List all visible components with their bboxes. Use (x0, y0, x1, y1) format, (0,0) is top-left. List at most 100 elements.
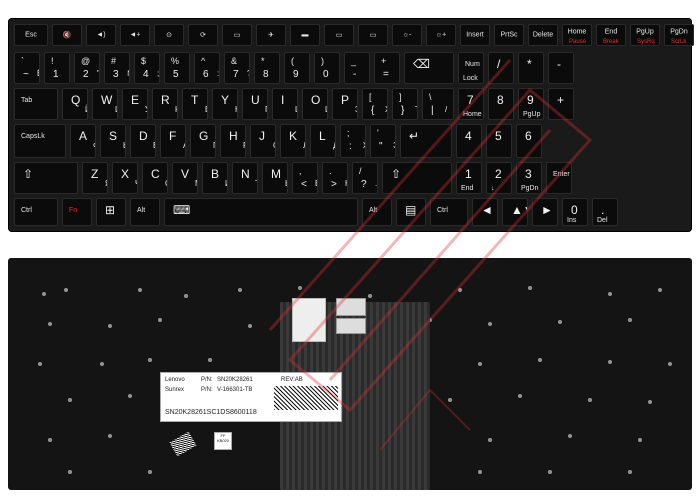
key-b[interactable]: BИ (202, 162, 228, 194)
key-f12[interactable]: ☼+ (426, 24, 456, 46)
key-semicolon[interactable]: :;Ж (340, 124, 366, 158)
key-7[interactable]: 7&? (224, 52, 250, 84)
key-f3[interactable]: ◄+ (120, 24, 150, 46)
key-f[interactable]: FА (160, 124, 186, 158)
key-s[interactable]: SЫ (100, 124, 126, 158)
key-8[interactable]: 8* (254, 52, 280, 84)
key-numdot[interactable]: .Del (592, 198, 618, 226)
key-y[interactable]: YН (212, 88, 238, 120)
key-o[interactable]: OЩ (302, 88, 328, 120)
key-prtsc[interactable]: PrtSc (494, 24, 524, 46)
key-f2[interactable]: ◄) (86, 24, 116, 46)
key-j[interactable]: JО (250, 124, 276, 158)
key-tilde[interactable]: ~`Ё (14, 52, 40, 84)
key-f10[interactable]: ▭ (358, 24, 388, 46)
key-0[interactable]: 0) (314, 52, 340, 84)
key-z[interactable]: ZЯ (82, 162, 108, 194)
key-5[interactable]: 5% (164, 52, 190, 84)
key-menu[interactable]: ▤ (396, 198, 426, 226)
key-lbr[interactable]: {[Х (362, 88, 388, 120)
key-slash[interactable]: / (488, 52, 514, 84)
key-f5[interactable]: ⟳ (188, 24, 218, 46)
key-numminus[interactable]: - (548, 52, 574, 84)
key-win[interactable]: ⊞ (96, 198, 126, 226)
key-question[interactable]: ?/. (352, 162, 378, 194)
key-insert[interactable]: Insert (460, 24, 490, 46)
key-k[interactable]: KЛ (280, 124, 306, 158)
key-period[interactable]: >.Ю (322, 162, 348, 194)
key-ralt[interactable]: Alt (362, 198, 392, 226)
key-esc[interactable]: Esc (14, 24, 48, 46)
key-n[interactable]: NТ (232, 162, 258, 194)
key-u[interactable]: UГ (242, 88, 268, 120)
key-rctrl[interactable]: Ctrl (430, 198, 468, 226)
key-1[interactable]: 1! (44, 52, 70, 84)
key-updown[interactable]: ▲▼ (502, 198, 528, 226)
key-l[interactable]: LД (310, 124, 336, 158)
key-num4[interactable]: 4 (456, 124, 482, 158)
key-backslash[interactable]: |\/ (422, 88, 454, 120)
key-rshift[interactable]: ⇧ (382, 162, 452, 194)
key-e[interactable]: EУ (122, 88, 148, 120)
key-f4[interactable]: ⊙ (154, 24, 184, 46)
key-m[interactable]: MЬ (262, 162, 288, 194)
key-star[interactable]: * (518, 52, 544, 84)
key-fn[interactable]: Fn (62, 198, 92, 226)
key-tab[interactable]: Tab (14, 88, 58, 120)
key-f9[interactable]: ▭ (324, 24, 354, 46)
key-right[interactable]: ► (532, 198, 558, 226)
key-4[interactable]: 4$; (134, 52, 160, 84)
key-c[interactable]: CС (142, 162, 168, 194)
key-6[interactable]: 6^: (194, 52, 220, 84)
key-f7[interactable]: ✈ (256, 24, 286, 46)
key-num8[interactable]: 8 (488, 88, 514, 120)
key-capslock[interactable]: CapsLk (14, 124, 66, 158)
key-2[interactable]: 2@" (74, 52, 100, 84)
key-f8[interactable]: ▬ (290, 24, 320, 46)
key-i[interactable]: IШ (272, 88, 298, 120)
key-h[interactable]: HР (220, 124, 246, 158)
key-num2[interactable]: 2↓ (486, 162, 512, 194)
key-numplus[interactable]: + (548, 88, 574, 120)
key-space[interactable]: ⌨ (164, 198, 358, 226)
key-comma[interactable]: <,Б (292, 162, 318, 194)
key-lalt[interactable]: Alt (130, 198, 160, 226)
key-g[interactable]: GП (190, 124, 216, 158)
key-num6[interactable]: 6 (516, 124, 542, 158)
key-rbr[interactable]: }]Ъ (392, 88, 418, 120)
key-q[interactable]: QЙ (62, 88, 88, 120)
key-r[interactable]: RК (152, 88, 178, 120)
key-x[interactable]: XЧ (112, 162, 138, 194)
key-delete[interactable]: Delete (528, 24, 558, 46)
key-f1[interactable]: 🔇 (52, 24, 82, 46)
key-9[interactable]: 9( (284, 52, 310, 84)
key-t[interactable]: TЕ (182, 88, 208, 120)
key-lshift[interactable]: ⇧ (14, 162, 78, 194)
key-d[interactable]: DВ (130, 124, 156, 158)
key-backspace[interactable]: ⌫ (404, 52, 454, 84)
key-3[interactable]: 3#№ (104, 52, 130, 84)
key-quote[interactable]: "'Э (370, 124, 396, 158)
key-num5[interactable]: 5 (486, 124, 512, 158)
key-w[interactable]: WЦ (92, 88, 118, 120)
key-minus[interactable]: -_ (344, 52, 370, 84)
key-v[interactable]: VМ (172, 162, 198, 194)
key-a[interactable]: AФ (70, 124, 96, 158)
key-f11[interactable]: ☼- (392, 24, 422, 46)
key-p[interactable]: PЗ (332, 88, 358, 120)
key-lctrl[interactable]: Ctrl (14, 198, 58, 226)
key-f6[interactable]: ▭ (222, 24, 252, 46)
key-enter[interactable]: ↵ (400, 124, 452, 158)
key-left[interactable]: ◄ (472, 198, 498, 226)
key-numenter[interactable]: Enter (546, 162, 572, 194)
